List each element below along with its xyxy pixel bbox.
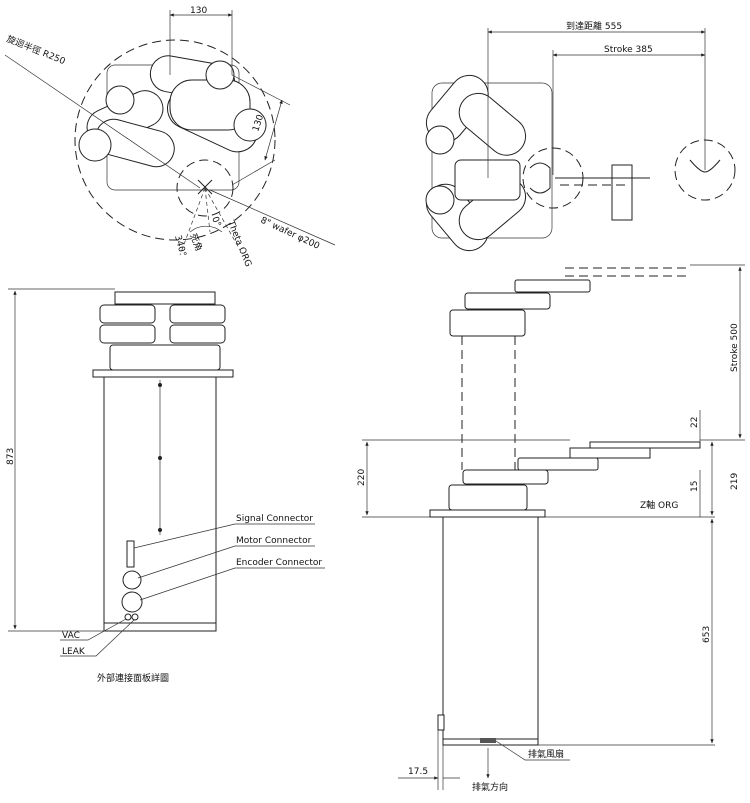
theta-org-label: Theta ORG <box>225 218 253 268</box>
motor-connector-shape <box>122 570 142 590</box>
column-right <box>442 516 539 740</box>
dim-653-label: 653 <box>702 626 712 643</box>
angle-0-label: 0° <box>209 215 222 228</box>
leak-label: LEAK <box>62 647 86 657</box>
wafer-center-mark <box>197 179 213 195</box>
radius-label: 旋迴半徑 R250 <box>5 33 68 68</box>
top-arm-plate <box>114 291 216 305</box>
exhaust-dir-label: 排氣方向 <box>472 781 508 793</box>
dim-220-label: 220 <box>357 469 367 486</box>
wafer-leader-line <box>209 189 336 246</box>
dead-angle-arc <box>189 225 223 233</box>
side-right-view: Stroke 500 22 219 15 220 Z軸 ORG 653 排氣風扇… <box>357 264 745 793</box>
top-right-plan-view: 到達距離 555 Stroke 385 <box>425 20 736 252</box>
exhaust-fan-label: 排氣風扇 <box>528 748 564 760</box>
top-left-plan-view: 130 旋迴半徑 R250 130 8" wafer φ200 Theta OR… <box>4 6 336 269</box>
dim-130-top-label: 130 <box>190 6 207 16</box>
robot-arm-links <box>78 55 267 168</box>
dead-angle-label: 死角 <box>187 232 205 253</box>
column-base <box>103 622 217 632</box>
mounting-flange <box>92 369 234 378</box>
dim-22-label: 22 <box>690 417 700 428</box>
signal-connector-label: Signal Connector <box>236 514 313 524</box>
end-effector-extended <box>689 159 721 173</box>
angle-340-label: 340° <box>172 234 187 258</box>
base-plate-right <box>431 82 553 239</box>
encoder-connector-label: Encoder Connector <box>236 558 322 568</box>
end-effector-retracted <box>529 162 551 194</box>
dim-15-label: 15 <box>690 481 700 492</box>
stroke-500-label: Stroke 500 <box>730 323 740 372</box>
exhaust-fan-shape <box>480 738 496 743</box>
dim-219-label: 219 <box>730 473 740 490</box>
dim-17-5-label: 17.5 <box>408 767 428 777</box>
panel-caption: 外部連接面板詳圖 <box>97 672 169 684</box>
side-left-view: Signal Connector Motor Connector Encoder… <box>6 288 325 684</box>
raised-hand-dashed <box>565 267 690 277</box>
motor-connector-label: Motor Connector <box>236 536 312 546</box>
flange-right <box>429 509 546 518</box>
wafer-label: 8" wafer φ200 <box>259 216 321 252</box>
reach-label: 到達距離 555 <box>566 20 622 32</box>
signal-connector-shape <box>126 540 135 568</box>
wafer-circle <box>176 159 234 217</box>
arm-extension <box>555 164 650 221</box>
encoder-connector-shape <box>121 591 143 613</box>
height-873-label: 873 <box>6 448 16 465</box>
z-org-label: Z軸 ORG <box>640 499 678 511</box>
arm-hub <box>109 344 221 371</box>
stroke-385-label: Stroke 385 <box>604 45 653 55</box>
radius-leader-line <box>4 54 201 189</box>
vac-label: VAC <box>62 631 80 641</box>
dimension-130-diagonal <box>264 99 283 161</box>
robot-arm-right <box>425 74 527 252</box>
